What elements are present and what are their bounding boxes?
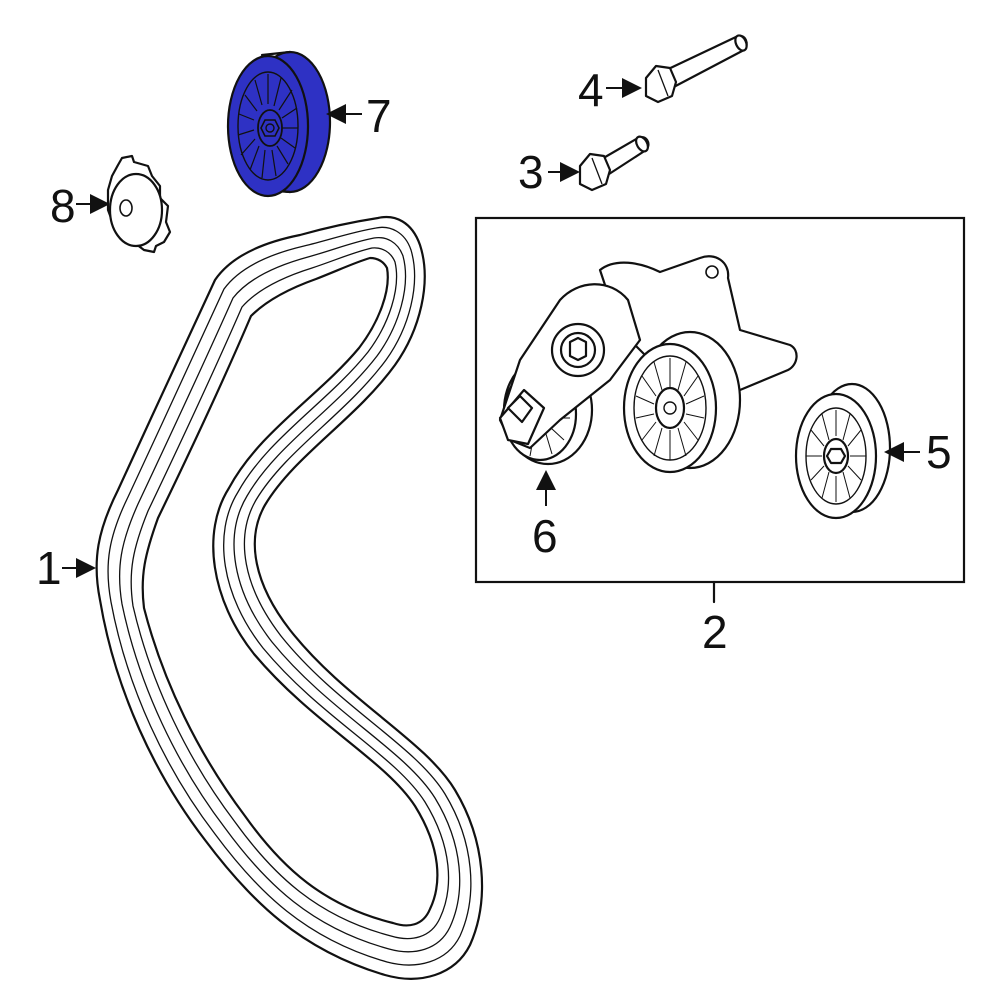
serpentine-belt[interactable] xyxy=(95,215,484,980)
highlighted-idler-pulley[interactable] xyxy=(226,50,332,198)
idler-pulley[interactable] xyxy=(794,382,892,520)
callout-labels: 1 2 3 4 5 6 7 8 xyxy=(36,64,952,658)
callout-label-3: 3 xyxy=(518,146,544,198)
callout-arrows xyxy=(62,78,920,578)
callout-label-4: 4 xyxy=(578,64,604,116)
callout-label-5: 5 xyxy=(926,426,952,478)
callout-label-1: 1 xyxy=(36,542,62,594)
callout-label-8: 8 xyxy=(50,180,76,232)
tensioner-assembly[interactable] xyxy=(474,216,966,604)
short-bolt[interactable] xyxy=(578,135,650,192)
callout-label-7: 7 xyxy=(366,90,392,142)
pulley-dust-cap[interactable] xyxy=(106,154,172,254)
callout-label-6: 6 xyxy=(532,510,558,562)
long-bolt[interactable] xyxy=(644,34,749,104)
callout-label-2: 2 xyxy=(702,606,728,658)
